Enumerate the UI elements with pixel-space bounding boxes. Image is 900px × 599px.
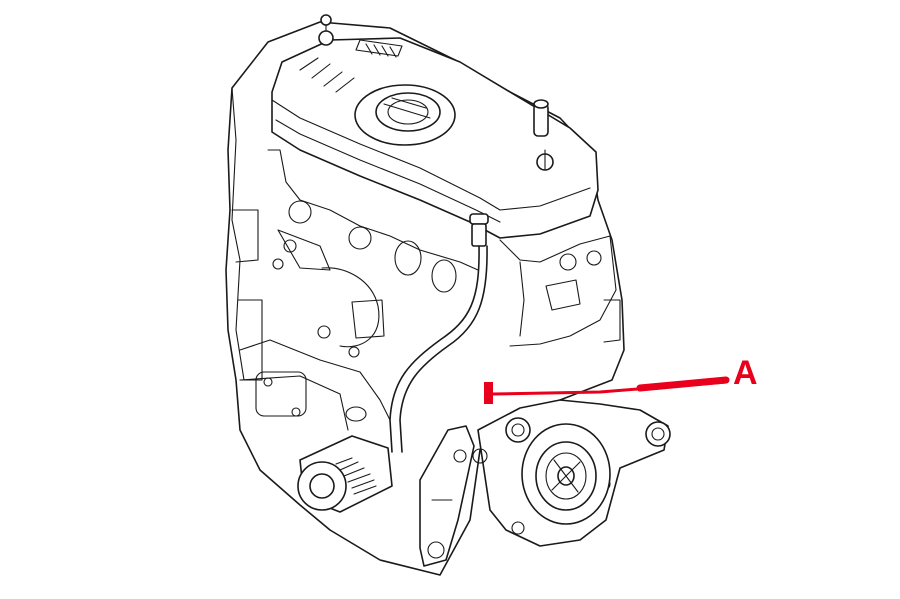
cylinder-head-side [499, 235, 621, 347]
manifold-ports [267, 149, 479, 293]
breather-pipe [533, 99, 549, 137]
callout-marker [484, 382, 493, 404]
pulley [521, 423, 611, 525]
oil-filler-cap [354, 84, 456, 146]
dipstick-tube [389, 213, 489, 453]
engine-mount-bracket [419, 425, 475, 567]
callout-leader [484, 376, 730, 404]
oil-filter [297, 406, 393, 513]
callout-label: A [733, 354, 758, 392]
timing-cover [239, 267, 391, 431]
callout-line-thick [636, 376, 730, 392]
